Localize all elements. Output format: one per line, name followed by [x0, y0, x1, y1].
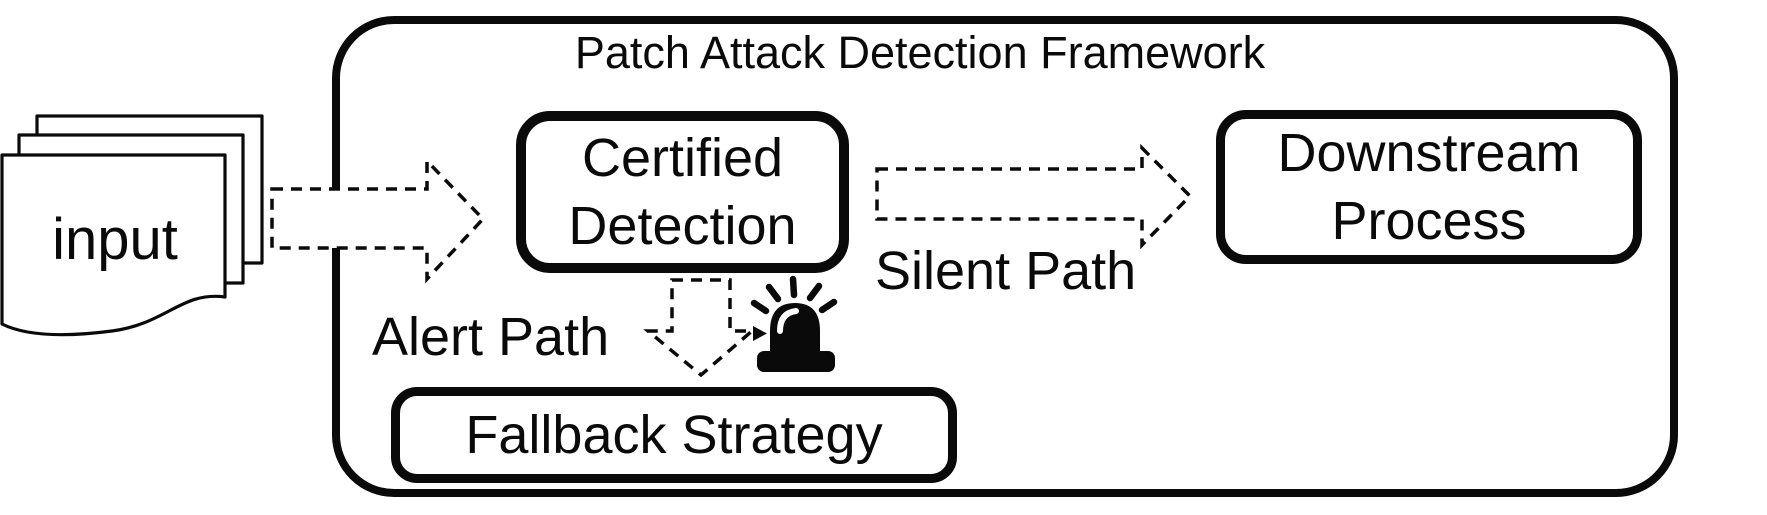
alert-path-label: Alert Path — [372, 307, 610, 367]
downstream-process-label-line2: Process — [1331, 191, 1527, 251]
alarm-leader-arrowhead — [753, 326, 767, 341]
downstream-process-node: Downstream Process — [1216, 110, 1642, 264]
input-arrow — [270, 156, 486, 284]
fallback-strategy-label: Fallback Strategy — [465, 404, 883, 465]
alert-path-arrow — [643, 278, 757, 378]
certified-detection-node: Certified Detection — [516, 111, 849, 273]
downstream-process-label-line1: Downstream — [1277, 122, 1581, 183]
fallback-strategy-node: Fallback Strategy — [391, 387, 957, 483]
input-label: input — [52, 207, 178, 272]
framework-title: Patch Attack Detection Framework — [574, 27, 1266, 78]
siren-icon — [750, 275, 838, 372]
silent-path-label: Silent Path — [875, 241, 1137, 301]
certified-detection-label-line2: Detection — [568, 196, 797, 256]
silent-path-arrow — [875, 143, 1193, 250]
framework-container — [332, 16, 1678, 497]
certified-detection-label-line1: Certified — [581, 127, 784, 188]
stacked-documents-icon — [0, 114, 264, 337]
